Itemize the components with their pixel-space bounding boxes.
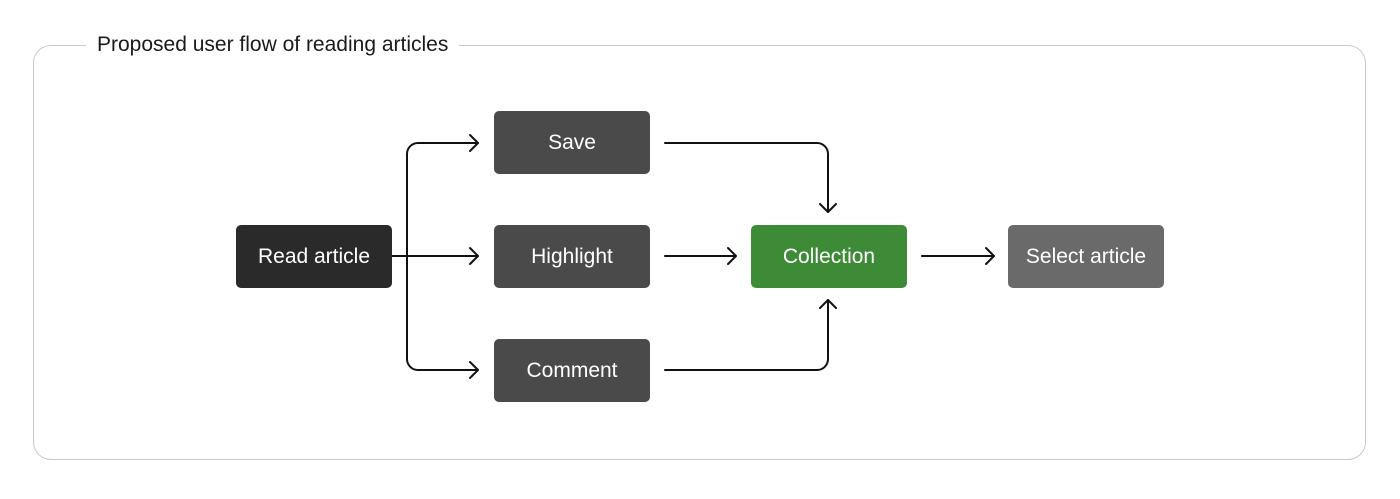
edge-read-to-comment: [406, 255, 479, 371]
arrowhead-highlight: [469, 247, 479, 265]
node-comment: Comment: [494, 339, 650, 402]
node-save: Save: [494, 111, 650, 174]
node-select-article: Select article: [1008, 225, 1164, 288]
edge-comment-to-collection: [664, 299, 829, 371]
node-highlight: Highlight: [494, 225, 650, 288]
arrowhead-highlight-collection: [727, 247, 737, 265]
arrowhead-save-collection: [819, 203, 837, 213]
arrowhead-select: [985, 247, 995, 265]
edge-save-to-collection: [664, 142, 829, 213]
diagram-title: Proposed user flow of reading articles: [86, 31, 460, 59]
diagram-frame: [33, 45, 1366, 460]
arrowhead-comment: [469, 361, 479, 379]
arrowhead-save: [469, 134, 479, 152]
node-collection: Collection: [751, 225, 907, 288]
node-read-article: Read article: [236, 225, 392, 288]
edge-read-to-save: [391, 142, 479, 257]
arrowhead-comment-collection: [819, 299, 837, 309]
